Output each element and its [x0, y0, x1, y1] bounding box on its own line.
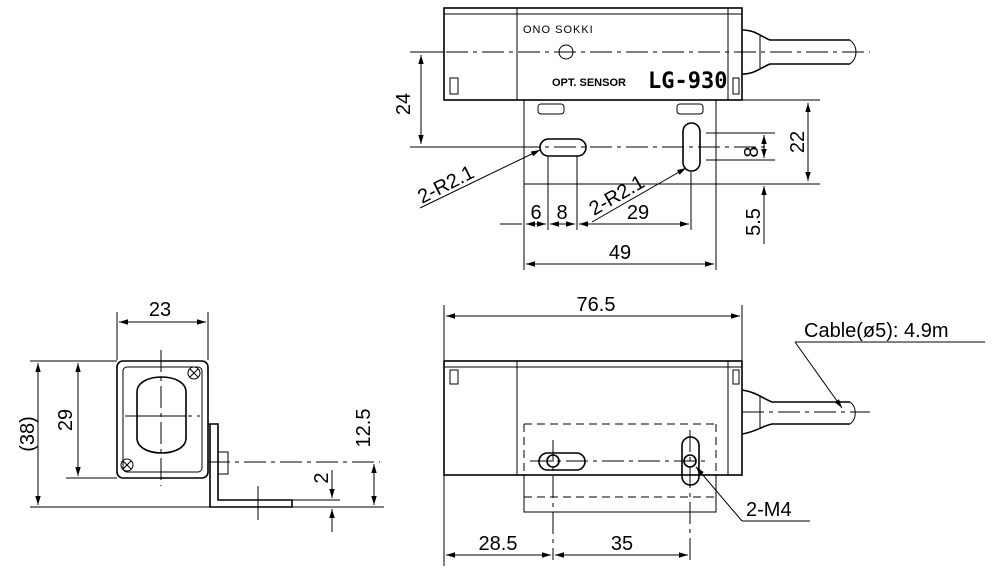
dim-top-slot-height: 8	[741, 146, 763, 157]
side-lens	[136, 376, 187, 454]
dim-side-height: 29	[55, 409, 77, 431]
top-cable	[741, 29, 850, 75]
brand-label: ONO SOKKI	[523, 24, 594, 36]
dim-front-hole-spacing: 35	[611, 533, 633, 555]
dim-top-slot-offset: 5.5	[743, 208, 765, 236]
cable-spec: Cable(ø5): 4.9m	[804, 320, 949, 342]
dim-top-edge: 6	[530, 202, 541, 224]
dim-side-plate-thickness: 2	[311, 472, 333, 483]
dim-side-width: 23	[149, 299, 171, 321]
dim-front-length: 76.5	[577, 294, 616, 316]
side-body	[116, 360, 209, 479]
top-view: ONO SOKKI OPT. SENSOR LG-930 24 22 8 5.5	[393, 7, 870, 270]
top-bracket	[523, 99, 717, 185]
model-label: LG-930	[648, 69, 727, 94]
dim-side-total-height: (38)	[17, 416, 39, 452]
dim-front-hole-offset: 28.5	[479, 533, 518, 555]
dim-top-slot-span: 29	[627, 202, 649, 224]
dim-radius-left: 2-R2.1	[414, 162, 477, 209]
dim-front-screws: 2-M4	[746, 499, 792, 521]
dim-top-slot-width: 8	[556, 202, 567, 224]
side-bracket	[208, 423, 293, 508]
side-view: 23 29 (38) 12.5 2	[17, 299, 384, 532]
dim-top-spacing: 22	[787, 131, 809, 153]
screw-bottom-icon	[120, 458, 134, 472]
screw-top-icon	[187, 366, 201, 380]
dim-top-bracket-width: 49	[609, 242, 631, 264]
front-view: 76.5 28.5 35 2-M4 Cable(ø5): 4.9m	[443, 294, 985, 566]
dim-top-height: 24	[393, 93, 415, 115]
front-body	[443, 360, 743, 476]
dim-side-bracket-height: 12.5	[353, 409, 375, 448]
sensor-label: OPT. SENSOR	[552, 77, 626, 89]
